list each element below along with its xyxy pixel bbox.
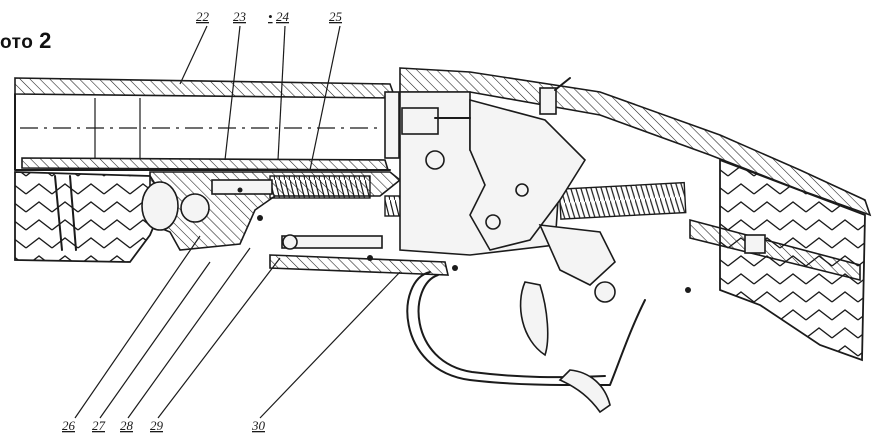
callout-23: 23 [233, 9, 247, 24]
front-trigger [519, 281, 549, 357]
firing-pin-assembly [401, 77, 571, 135]
callout-29: 29 [150, 418, 164, 433]
callout-26: 26 [62, 418, 76, 433]
fore-wood-section [14, 171, 167, 263]
leader-lines [74, 25, 401, 419]
callout-25: 25 [329, 9, 343, 24]
figure-label-prefix: ото [0, 32, 34, 53]
callout-24-dot: • [268, 9, 273, 24]
receiver-top-band [14, 77, 400, 171]
rear-stock-section [399, 67, 872, 362]
plunger-rod [211, 179, 383, 250]
callout-24: 24 [276, 9, 290, 24]
figure-label-number: 2 [39, 28, 52, 53]
action-body [399, 91, 616, 303]
callout-27: 27 [92, 418, 106, 433]
frame-pins [237, 187, 691, 293]
main-spring-upper [269, 175, 371, 199]
callout-30: 30 [251, 418, 266, 433]
spring-right-coil [558, 181, 687, 220]
trigger-guard [406, 271, 646, 387]
rear-trigger [558, 369, 611, 414]
callout-28: 28 [120, 418, 134, 433]
callout-22: 22 [196, 9, 210, 24]
figure-label: ото 2 [0, 28, 52, 54]
